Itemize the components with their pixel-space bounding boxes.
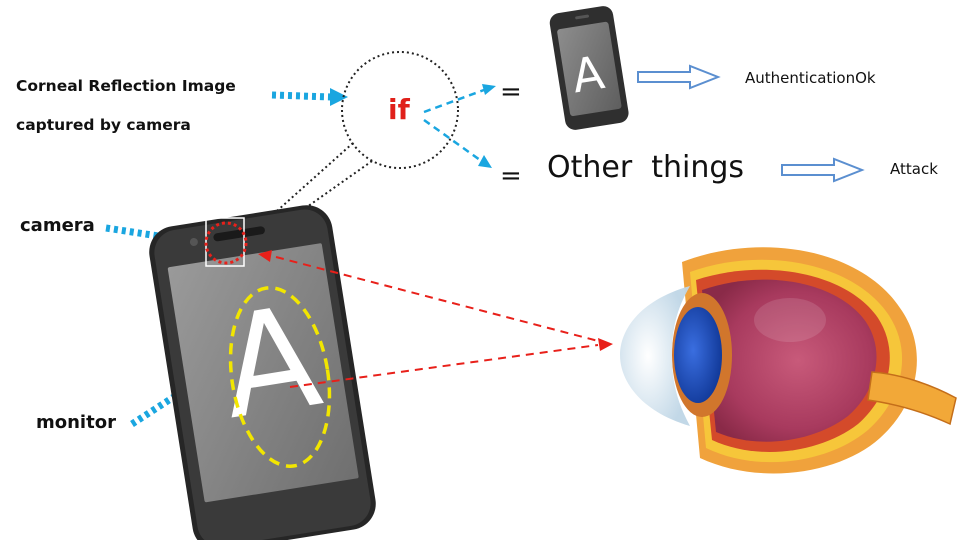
corneal-label-line1: Corneal Reflection Image [16,77,236,95]
small-phone-icon [549,6,629,130]
equals-bottom: = [500,161,522,191]
eye-anatomy-icon [620,247,957,474]
monitor-label: monitor [36,412,116,433]
corneal-pointer-arrow [271,88,348,106]
decision-arrow-top [423,84,496,114]
corneal-label-line2: captured by camera [16,116,191,134]
camera-label: camera [20,215,95,236]
camera-highlight-circle [204,221,248,265]
authentication-ok-label: AuthenticationOk [745,69,876,87]
camera-lens-icon [189,237,198,246]
outline-arrow-bottom [781,157,865,183]
if-condition-label: if [388,93,411,126]
phone-screen [167,243,359,503]
attack-label: Attack [890,160,938,178]
outline-arrow-top [637,64,721,90]
camera-highlight-box [205,217,245,267]
smartphone-icon [149,205,376,540]
reflection-path [258,250,613,388]
monitor-highlight-ellipse [228,286,332,468]
equals-top: = [500,77,522,107]
other-things-label: Other things [547,150,744,185]
decision-arrow-bottom [423,118,492,168]
